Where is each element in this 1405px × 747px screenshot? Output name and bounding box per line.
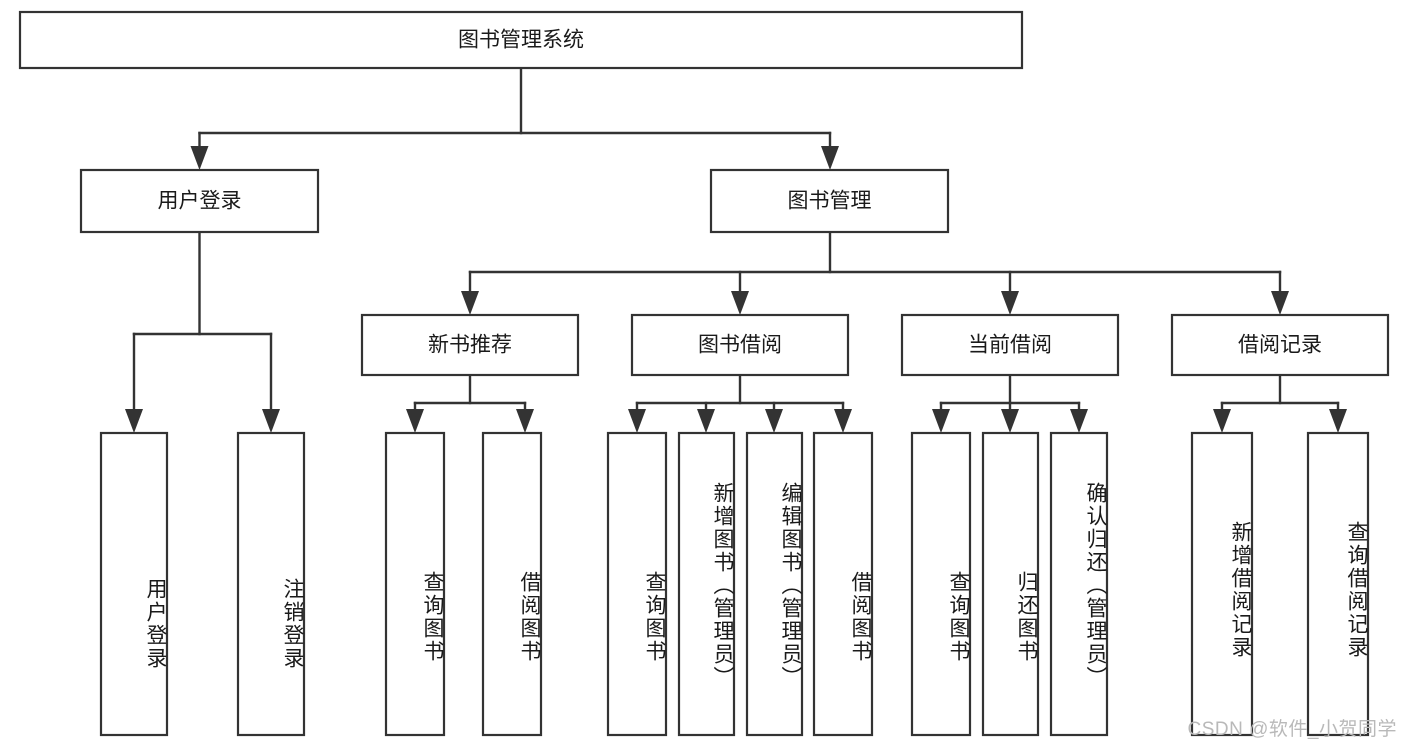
arrow-cb-leaf3 <box>1070 409 1088 433</box>
leaf-edit-book-box[interactable] <box>745 431 804 737</box>
arrow-bb-leaf2 <box>697 409 715 433</box>
node-root[interactable]: 图书管理系统 <box>18 10 1024 70</box>
node-borrow-record[interactable]: 借阅记录 <box>1170 313 1390 377</box>
connector-group-borrow-record <box>1213 373 1347 433</box>
connector-group-new-book-recommend <box>406 373 534 433</box>
node-borrow-record-label: 借阅记录 <box>1238 334 1322 357</box>
connector-group-current-borrow <box>932 373 1088 433</box>
node-user-login-label: 用户登录 <box>158 190 242 213</box>
arrow-bm-to-book-borrow <box>731 291 749 315</box>
connector-group-user-login <box>125 230 280 433</box>
arrow-nbr-leaf1 <box>406 409 424 433</box>
arrow-user-login-leaf1 <box>125 409 143 433</box>
leaf-query-book-2-box[interactable] <box>606 431 668 737</box>
arrow-root-to-book-management <box>821 146 839 170</box>
leaf-add-book-box[interactable] <box>677 431 736 737</box>
arrow-cb-leaf1 <box>932 409 950 433</box>
arrow-user-login-leaf2 <box>262 409 280 433</box>
connector-group-book-management <box>461 230 1289 315</box>
node-current-borrow-label: 当前借阅 <box>968 334 1052 357</box>
node-new-book-recommend-label: 新书推荐 <box>428 334 512 357</box>
arrow-bm-to-new-book <box>461 291 479 315</box>
node-root-label: 图书管理系统 <box>458 29 584 52</box>
node-user-login[interactable]: 用户登录 <box>79 168 320 234</box>
arrow-root-to-user-login <box>190 146 209 170</box>
csdn-watermark: CSDN @软件_小贺同学 <box>1187 719 1397 740</box>
node-book-management-label: 图书管理 <box>788 190 872 213</box>
leaf-borrow-book-1-box[interactable] <box>481 431 543 737</box>
leaf-return-book-box[interactable] <box>981 431 1040 737</box>
leaf-user-login-box[interactable] <box>99 431 169 737</box>
arrow-cb-leaf2 <box>1001 409 1019 433</box>
leaf-user-logout-box[interactable] <box>236 431 306 737</box>
node-new-book-recommend[interactable]: 新书推荐 <box>360 313 580 377</box>
node-user-login-box[interactable] <box>79 168 320 234</box>
node-root-box[interactable] <box>18 10 1024 70</box>
leaf-query-book-3-box[interactable] <box>910 431 972 737</box>
node-borrow-record-box[interactable] <box>1170 313 1390 377</box>
arrow-br-leaf1 <box>1213 409 1231 433</box>
leaf-add-record-box[interactable] <box>1190 431 1254 737</box>
node-book-management[interactable]: 图书管理 <box>709 168 950 234</box>
arrow-bb-leaf1 <box>628 409 646 433</box>
node-new-book-recommend-box[interactable] <box>360 313 580 377</box>
leaf-confirm-return-box[interactable] <box>1049 431 1109 737</box>
node-book-borrow-box[interactable] <box>630 313 850 377</box>
node-current-borrow-box[interactable] <box>900 313 1120 377</box>
connector-group-book-borrow <box>628 373 852 433</box>
leaf-query-book-1-box[interactable] <box>384 431 446 737</box>
leaf-borrow-book-2-box[interactable] <box>812 431 874 737</box>
arrow-nbr-leaf2 <box>516 409 534 433</box>
connector-group-root <box>190 66 839 170</box>
leaf-query-record-box[interactable] <box>1306 431 1370 737</box>
node-current-borrow[interactable]: 当前借阅 <box>900 313 1120 377</box>
node-book-borrow[interactable]: 图书借阅 <box>630 313 850 377</box>
leaf-boxes <box>99 431 1370 737</box>
arrow-br-leaf2 <box>1329 409 1347 433</box>
arrow-bb-leaf4 <box>834 409 852 433</box>
arrow-bm-to-current-borrow <box>1001 291 1019 315</box>
arrow-bm-to-borrow-record <box>1271 291 1289 315</box>
arrow-bb-leaf3 <box>765 409 783 433</box>
node-book-management-box[interactable] <box>709 168 950 234</box>
node-book-borrow-label: 图书借阅 <box>698 334 782 357</box>
